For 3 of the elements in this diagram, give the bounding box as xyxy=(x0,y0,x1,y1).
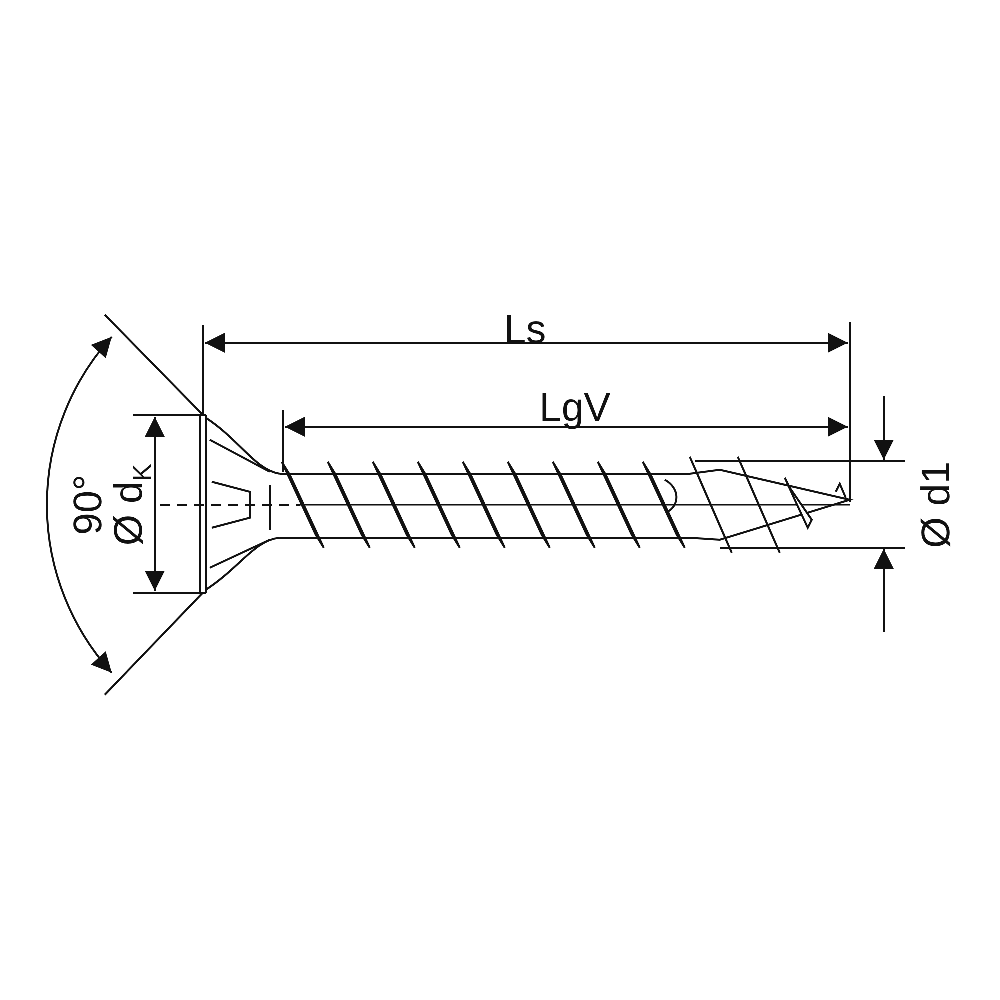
dimension-label: LgV xyxy=(540,388,611,428)
dimension-label: 90° xyxy=(68,474,108,536)
dimension-label: Ø d1 xyxy=(916,462,956,548)
